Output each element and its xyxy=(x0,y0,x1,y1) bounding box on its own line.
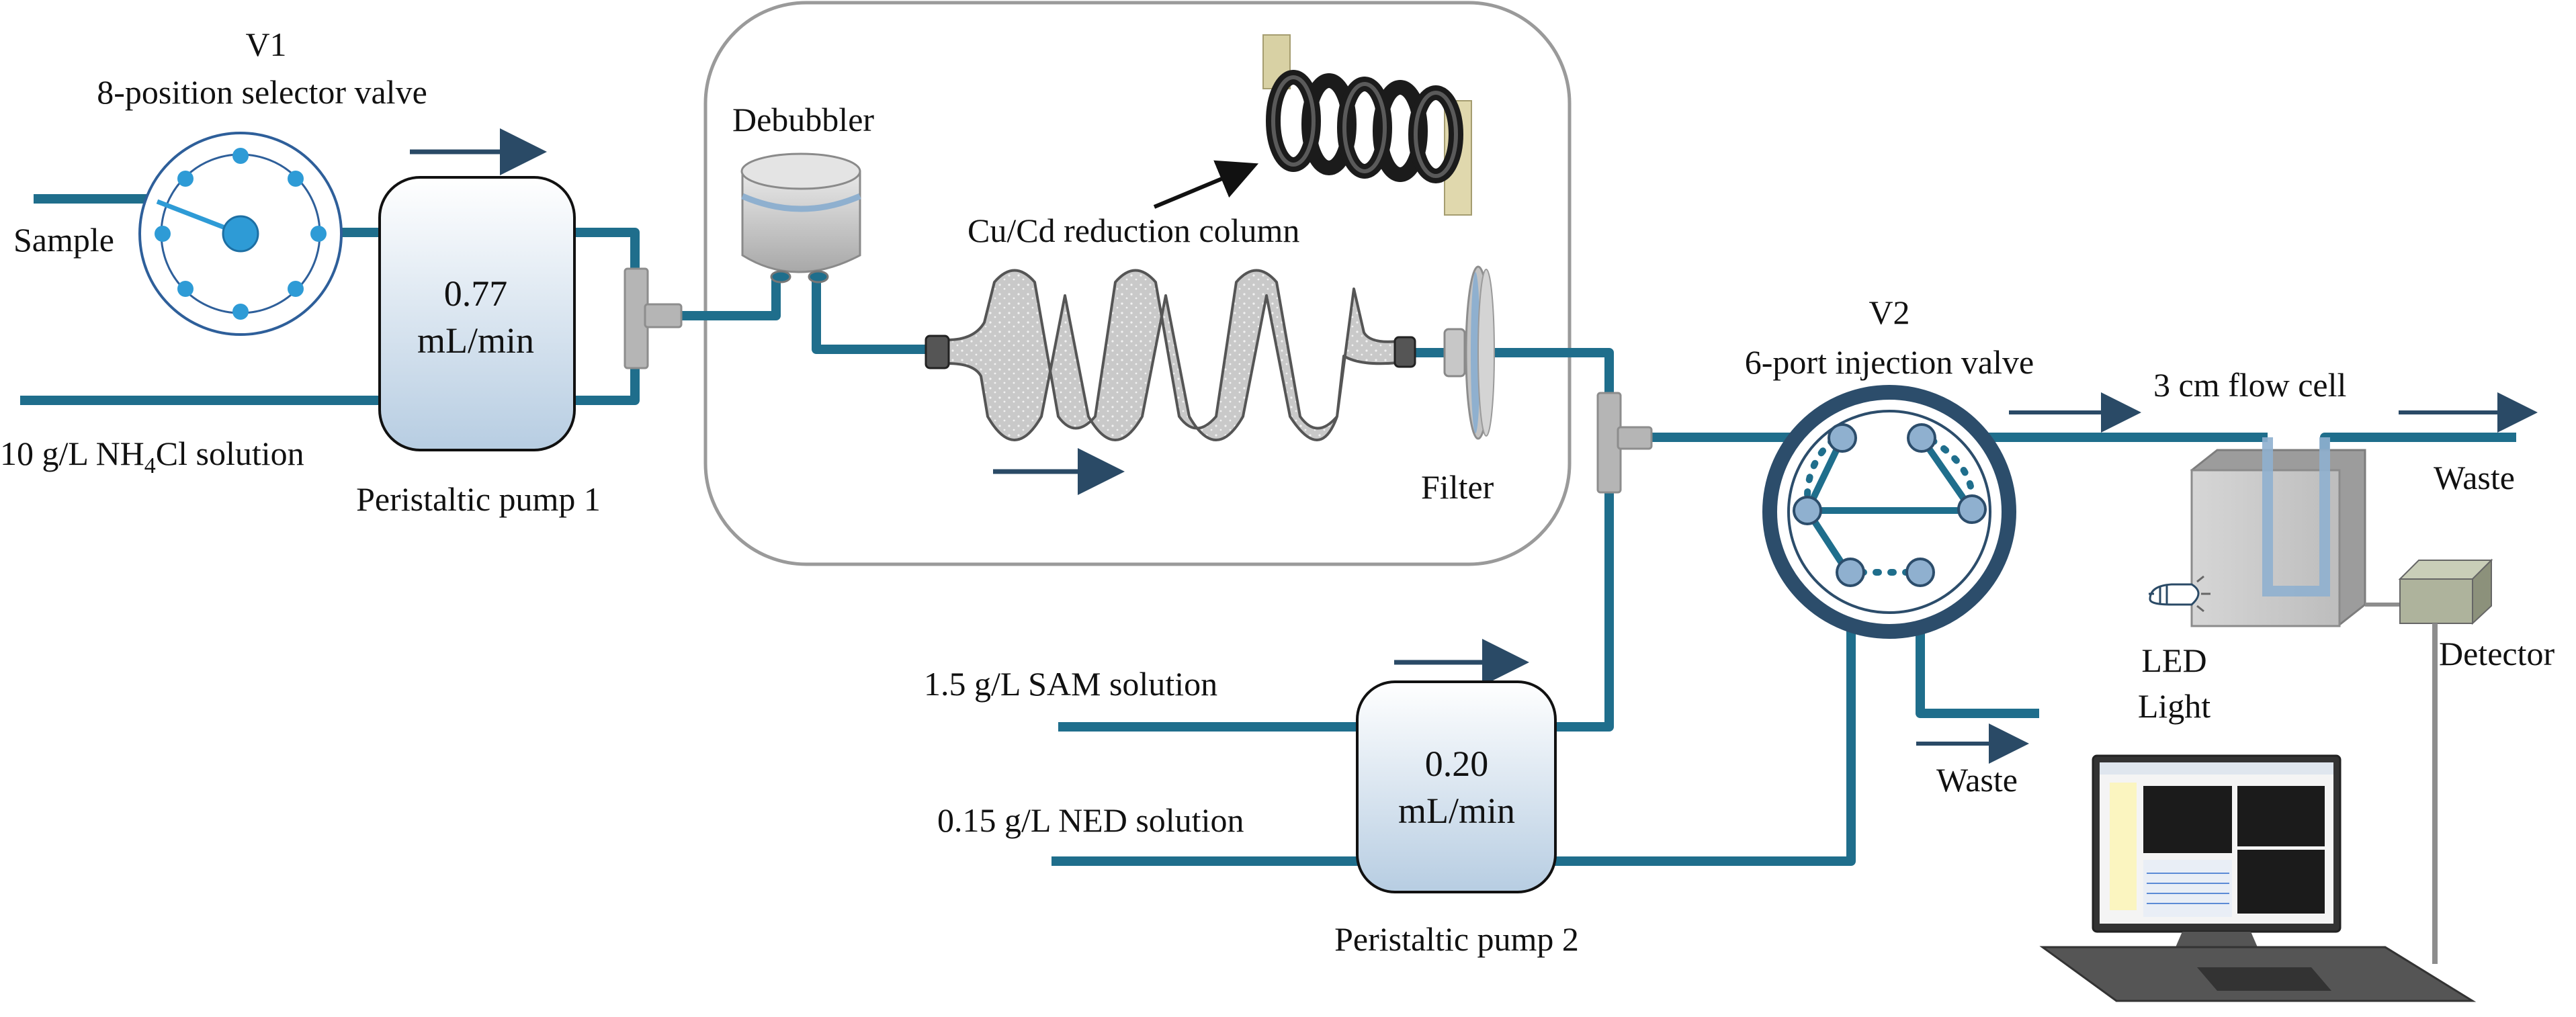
debubbler-label: Debubbler xyxy=(732,101,874,138)
peristaltic-pump-2[interactable] xyxy=(1356,680,1557,893)
reduction-enclosure xyxy=(703,1,1572,566)
pump2-to-valve-tube xyxy=(1552,590,1856,866)
v2-title: V2 xyxy=(1869,294,1909,331)
selector-hub xyxy=(222,215,259,253)
valve-waste-label: Waste xyxy=(1936,761,2018,799)
pump2-rate-value: 0.20 xyxy=(1425,744,1489,784)
filter-label: Filter xyxy=(1421,468,1494,506)
selector-valve-v1[interactable] xyxy=(138,132,343,336)
v1-subtitle: 8-position selector valve xyxy=(97,73,427,111)
tee2-to-pump2-tube xyxy=(1552,470,1614,732)
pump1-out-upper-tube xyxy=(571,228,640,281)
led-light-icon xyxy=(2149,575,2210,613)
sam-label: 1.5 g/L SAM solution xyxy=(924,665,1217,703)
injection-valve-v2[interactable] xyxy=(1762,385,2016,639)
column-end-right xyxy=(1393,336,1416,368)
pump2-name: Peristaltic pump 2 xyxy=(1334,920,1579,958)
column-end-left xyxy=(925,335,950,369)
column-label: Cu/Cd reduction column xyxy=(968,212,1299,249)
sample-label: Sample xyxy=(13,221,114,259)
v1-title: V1 xyxy=(245,26,286,63)
debubbler[interactable] xyxy=(740,152,861,283)
tee-connector-1 xyxy=(624,267,683,369)
peristaltic-pump-1[interactable] xyxy=(378,176,576,451)
pump1-name: Peristaltic pump 1 xyxy=(356,480,601,518)
column-photo xyxy=(1262,34,1472,216)
pump1-rate-unit: mL/min xyxy=(417,320,534,361)
ned-label: 0.15 g/L NED solution xyxy=(937,801,1244,839)
debubbler-to-column-tube xyxy=(812,279,931,354)
v2-subtitle: 6-port injection valve xyxy=(1745,343,2034,381)
pump1-out-lower-tube xyxy=(571,366,640,405)
valve-loop-dotted xyxy=(1804,437,1975,576)
flow-cell-label: 3 cm flow cell xyxy=(2153,366,2346,404)
detector-label: Detector xyxy=(2439,635,2554,672)
led-label-line1: LED xyxy=(2141,642,2206,679)
nh4cl-label: 10 g/L NH4Cl solution xyxy=(0,435,304,478)
waste-top-label: Waste xyxy=(2434,459,2515,496)
selector-port-dots xyxy=(155,148,327,320)
laptop-icon[interactable] xyxy=(2039,754,2477,1002)
flow-cell[interactable] xyxy=(2190,437,2366,627)
cu-cd-reduction-column[interactable] xyxy=(925,269,1416,441)
filter-to-tee2-tube xyxy=(1478,348,1614,402)
tee-to-debubbler-tube xyxy=(645,279,781,320)
valve-ports xyxy=(1793,423,1987,587)
pump1-rate-value: 0.77 xyxy=(444,273,508,314)
detector[interactable] xyxy=(2398,558,2493,625)
tee-connector-2 xyxy=(1596,392,1653,494)
pump2-rate-unit: mL/min xyxy=(1398,791,1515,831)
inline-filter[interactable] xyxy=(1443,265,1495,440)
led-label-line2: Light xyxy=(2138,687,2210,725)
photo-pointer-arrow xyxy=(1153,160,1259,209)
